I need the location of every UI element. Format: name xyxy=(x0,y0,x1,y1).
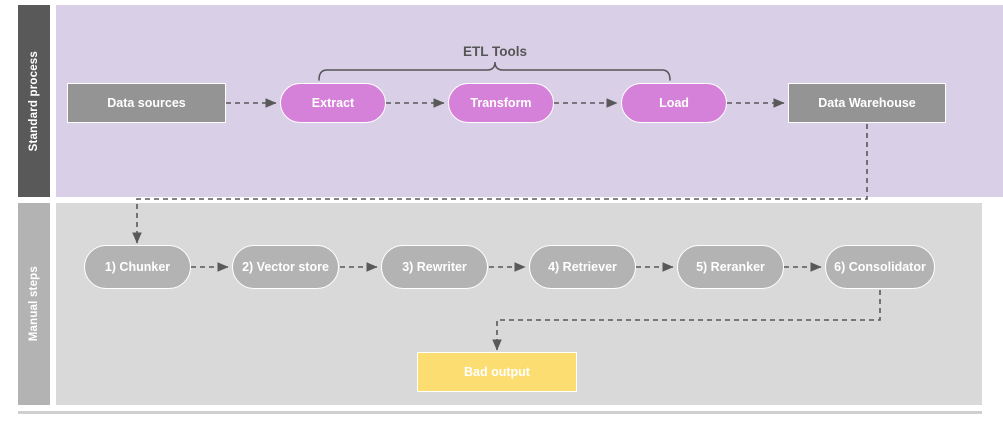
lane-label-standard-process: Standard process xyxy=(28,50,40,152)
node-vector-store[interactable]: 2) Vector store xyxy=(232,245,339,289)
node-extract[interactable]: Extract xyxy=(280,83,386,123)
node-chunker[interactable]: 1) Chunker xyxy=(84,245,191,289)
node-label-chunker: 1) Chunker xyxy=(104,259,171,274)
lane-header-manual-steps: Manual steps xyxy=(18,203,50,405)
node-consolidator[interactable]: 6) Consolidator xyxy=(825,245,935,289)
node-data-warehouse[interactable]: Data Warehouse xyxy=(788,83,946,123)
lane-header-standard-process: Standard process xyxy=(18,5,50,197)
node-label-data-sources: Data sources xyxy=(107,95,186,110)
bottom-divider-rule xyxy=(18,411,982,414)
node-label-data-warehouse: Data Warehouse xyxy=(818,95,916,110)
node-data-sources[interactable]: Data sources xyxy=(67,83,226,123)
node-transform[interactable]: Transform xyxy=(448,83,554,123)
node-load[interactable]: Load xyxy=(621,83,727,123)
node-reranker[interactable]: 5) Reranker xyxy=(677,245,784,289)
node-label-bad-output: Bad output xyxy=(464,364,530,379)
node-label-transform: Transform xyxy=(470,95,532,110)
node-label-extract: Extract xyxy=(311,95,355,110)
etl-tools-label: ETL Tools xyxy=(463,44,527,59)
node-retriever[interactable]: 4) Retriever xyxy=(529,245,636,289)
node-bad-output[interactable]: Bad output xyxy=(417,352,577,392)
node-label-consolidator: 6) Consolidator xyxy=(834,259,926,274)
node-rewriter[interactable]: 3) Rewriter xyxy=(381,245,488,289)
node-label-vector-store: 2) Vector store xyxy=(242,259,329,274)
lane-label-manual-steps: Manual steps xyxy=(28,266,40,342)
node-label-reranker: 5) Reranker xyxy=(696,259,765,274)
node-label-retriever: 4) Retriever xyxy=(548,259,617,274)
node-label-rewriter: 3) Rewriter xyxy=(402,259,467,274)
node-label-load: Load xyxy=(659,95,689,110)
